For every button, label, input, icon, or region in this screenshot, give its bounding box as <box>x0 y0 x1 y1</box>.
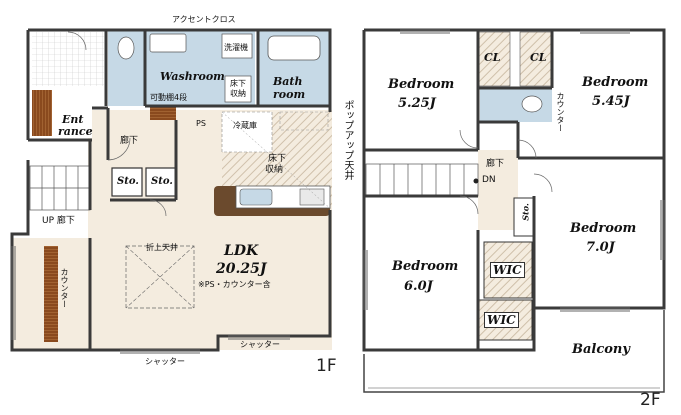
shutter-label-right: シャッター <box>240 340 280 349</box>
bedroom-sw-label: Bedroom <box>392 259 459 274</box>
2f-sto-label: Sto. <box>520 203 531 221</box>
bedroom-nw-size: 5.25J <box>398 96 436 111</box>
2f-hallway-label: 廊下 <box>486 159 505 169</box>
ldk-size-label: 20.25J <box>216 261 267 277</box>
2f-toilet <box>521 95 543 113</box>
sink <box>239 188 273 206</box>
underfloor-big-label-1: 床下 <box>268 154 287 164</box>
up-hallway-label: UP 廊下 <box>42 216 75 226</box>
movable-shelf-label: 可動棚4段 <box>150 93 188 102</box>
underfloor-small-label-2: 収納 <box>230 89 246 98</box>
closet-1-label: CL <box>484 51 501 64</box>
counter-label-2f: カウンター <box>556 92 565 132</box>
2f-label: 2F <box>640 390 661 410</box>
entrance-floor <box>32 32 104 86</box>
1f-label: 1F <box>316 356 337 376</box>
second-floor-stairs <box>365 163 479 197</box>
counter-wood <box>44 246 58 342</box>
folded-ceiling-label: 折上天井 <box>146 243 178 252</box>
folded-ceiling-outline <box>125 245 195 309</box>
stove <box>299 188 325 206</box>
bathtub <box>267 35 321 61</box>
ldk-label: LDK <box>224 243 259 259</box>
wic-1-label: WIC <box>490 262 525 278</box>
bath-label-line2: room <box>273 88 306 101</box>
wic-2-label: WIC <box>484 312 519 328</box>
bedroom-nw-label: Bedroom <box>388 77 455 92</box>
shutter-label-left: シャッター <box>145 357 185 366</box>
underfloor-big-label-2: 収納 <box>265 165 284 175</box>
washing-machine <box>221 33 253 59</box>
second-floor-windows <box>363 29 665 312</box>
2f-hallway-floor <box>478 150 518 230</box>
washer-label: 洗濯機 <box>224 43 248 52</box>
underfloor-storage-big <box>279 111 329 131</box>
washroom-wood-step <box>150 106 176 120</box>
closet-2 <box>519 31 553 87</box>
fridge-label: 冷蔵庫 <box>233 121 257 130</box>
entrance-label-line2: rance <box>58 125 93 138</box>
bedroom-ne-label: Bedroom <box>582 75 649 90</box>
balcony-rail <box>363 310 665 393</box>
dn-label: DN <box>482 175 496 185</box>
counter-label-1f: カウンター <box>60 268 69 308</box>
second-floor-doors <box>459 129 553 215</box>
ps-label: PS <box>196 119 206 128</box>
closet-2-label: CL <box>530 51 547 64</box>
entrance-wood-step <box>32 90 52 136</box>
bedroom-e-size: 7.0J <box>586 240 615 255</box>
underfloor-storage-small-box <box>224 75 252 103</box>
washbasin <box>149 33 187 53</box>
popup-ceiling-label: ポップアップ天井 <box>342 100 353 180</box>
balcony-label: Balcony <box>572 342 630 357</box>
storage-2-label: Sto. <box>151 176 173 187</box>
toilet <box>117 36 135 60</box>
bath-label-line1: Bath <box>273 75 303 88</box>
underfloor-small-label-1: 床下 <box>230 79 246 88</box>
ldk-note-label: ※PS・カウンター含 <box>198 280 271 289</box>
hallway-label: 廊下 <box>120 136 139 146</box>
bedroom-ne-size: 5.45J <box>592 94 630 109</box>
accent-cloth-label: アクセントクロス <box>172 15 236 24</box>
entrance-label-line1: Ent <box>62 113 84 126</box>
first-floor-plan <box>10 28 333 354</box>
bedroom-e-label: Bedroom <box>570 221 637 236</box>
bedroom-sw-size: 6.0J <box>404 279 433 294</box>
storage-box-1 <box>111 167 143 197</box>
dn-marker <box>473 178 479 184</box>
fridge-space <box>221 111 273 153</box>
washroom-label: Washroom <box>160 70 225 83</box>
first-floor-stairs <box>29 165 91 211</box>
first-floor-doors <box>67 31 167 217</box>
first-floor-windows <box>11 246 290 354</box>
storage-1-label: Sto. <box>117 176 139 187</box>
